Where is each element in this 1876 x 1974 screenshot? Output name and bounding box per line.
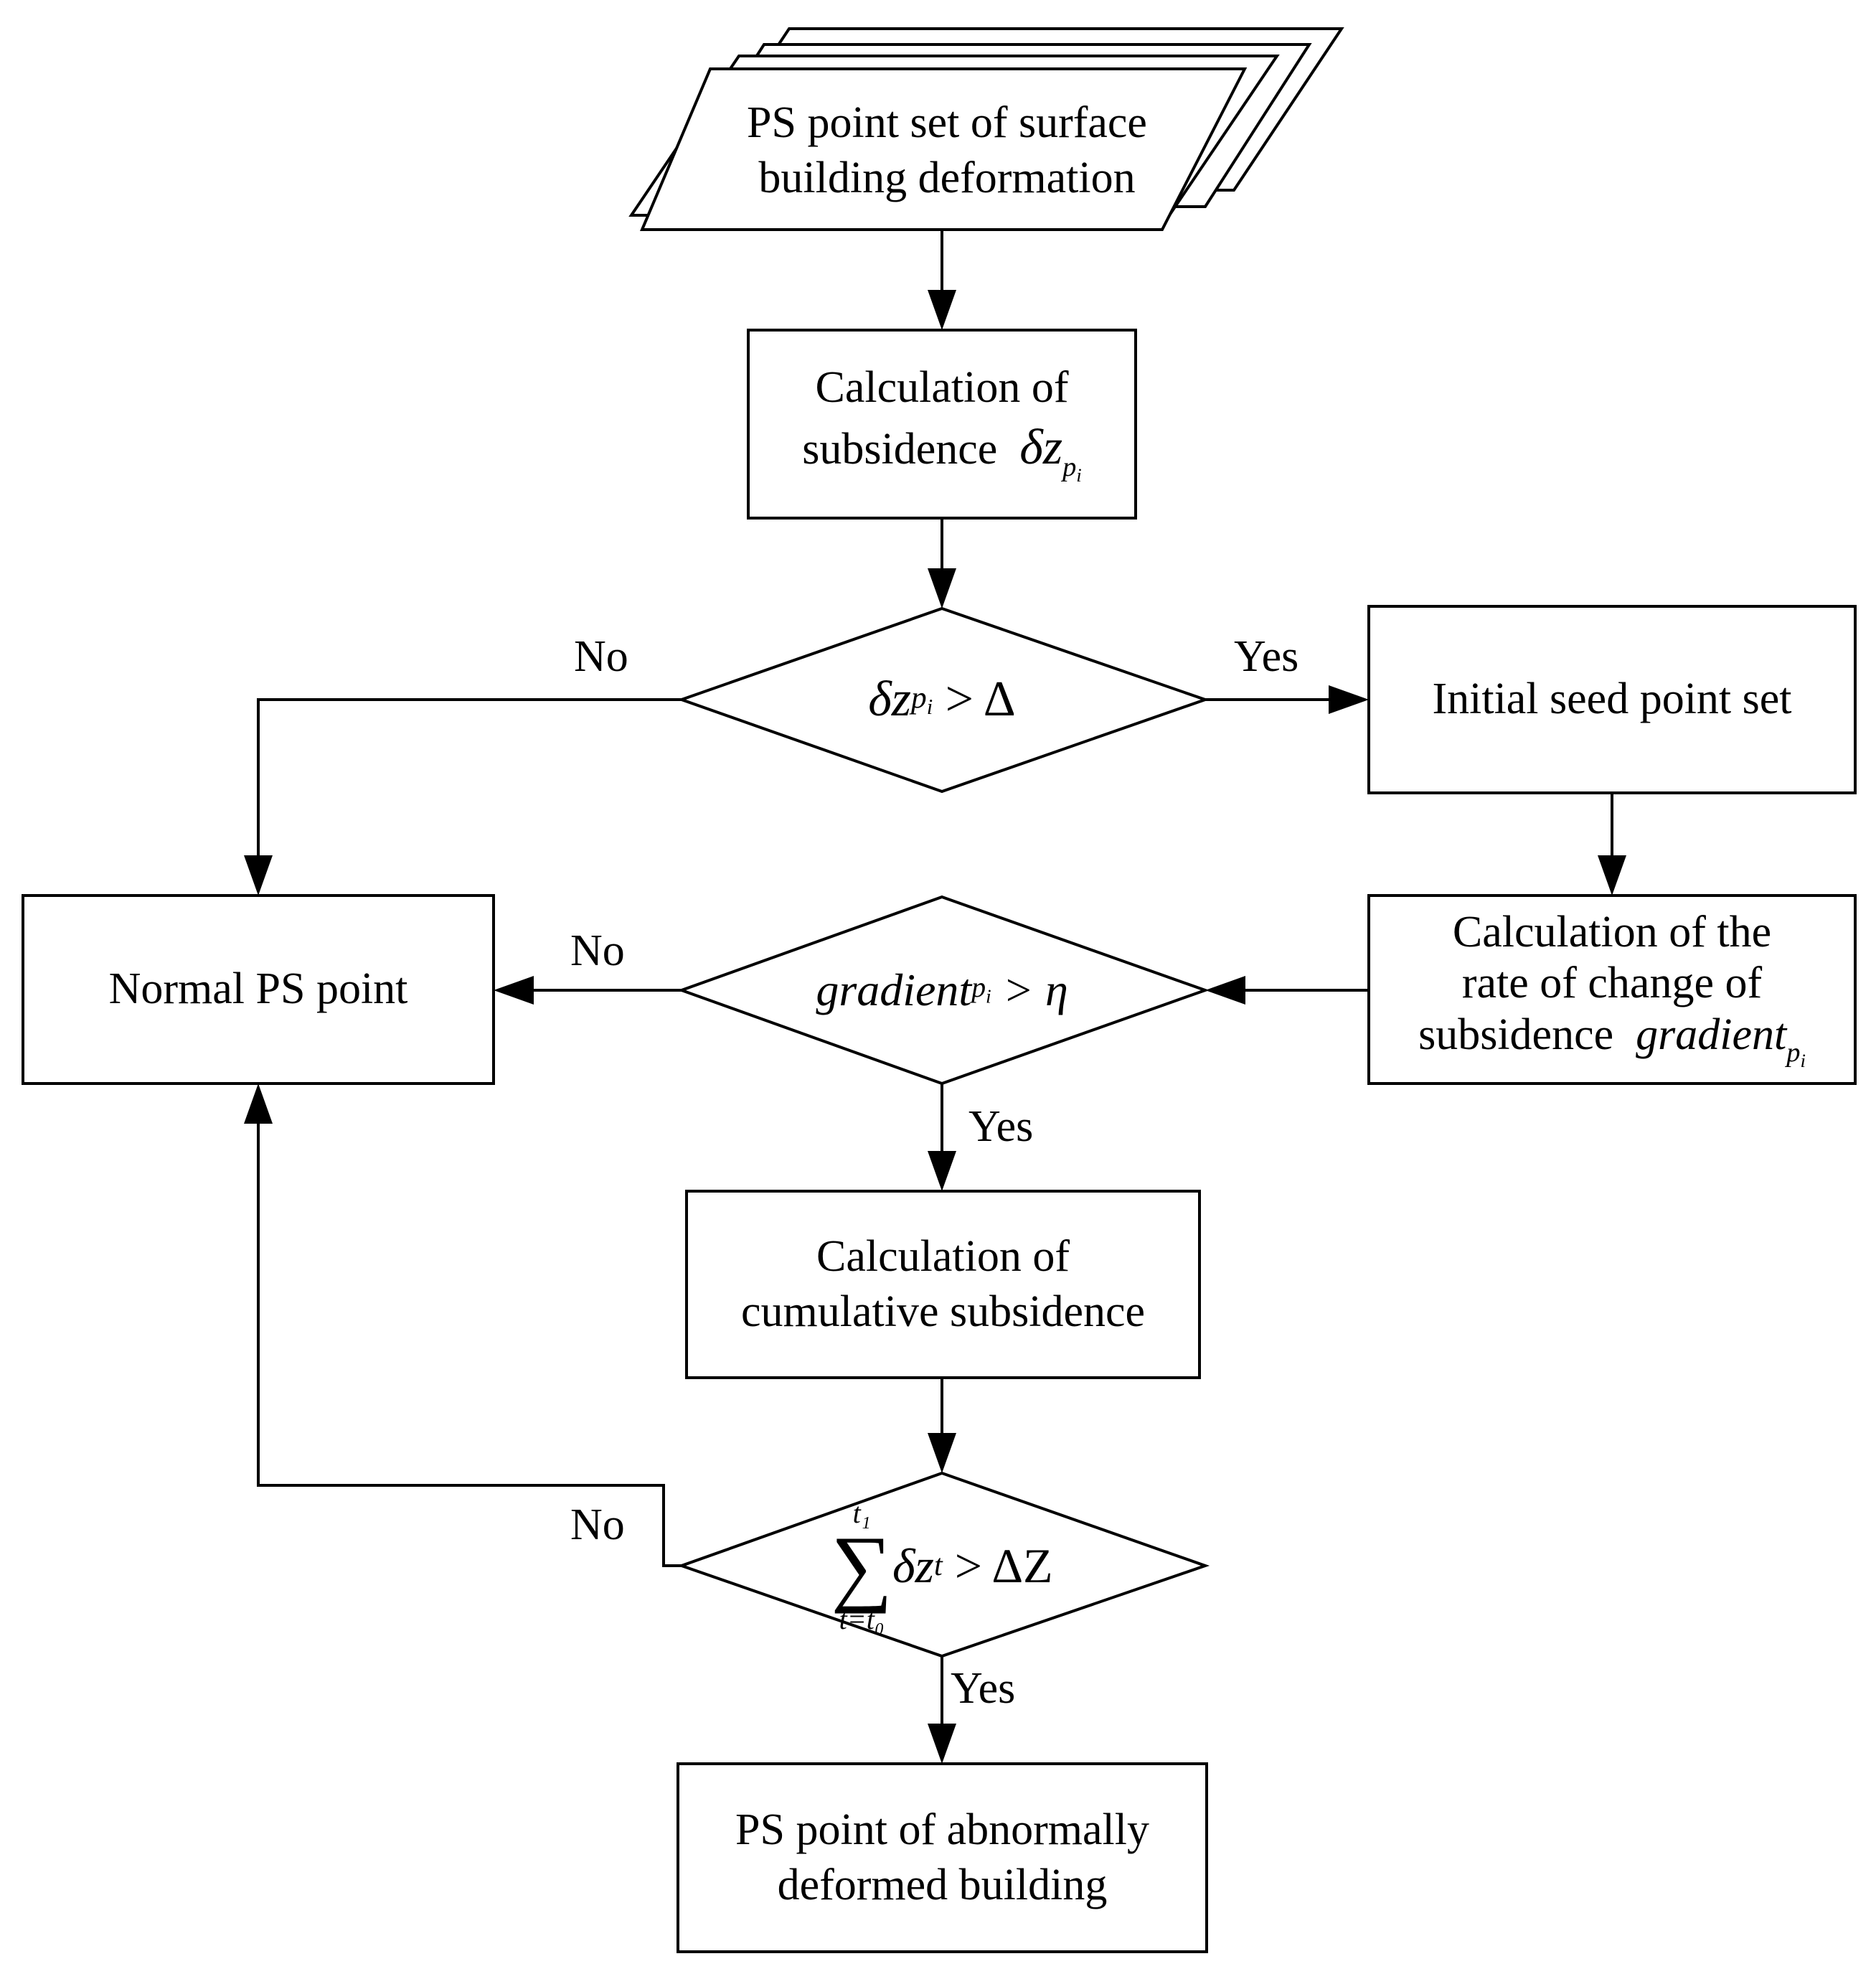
arrowhead-d3-yes [928, 1724, 956, 1764]
decision1-sub-i: i [926, 695, 933, 720]
calc-subsidence-line-1: Calculation of [815, 363, 1069, 413]
arrowhead-to-d2 [1205, 976, 1245, 1005]
decision1-diamond [677, 606, 1210, 794]
edge-label-d1-yes: Yes [1234, 632, 1299, 681]
edge-d1-no [257, 698, 682, 861]
calc-gradient-sub-p: p [1786, 1037, 1801, 1068]
normal-ps-label: Normal PS point [108, 964, 408, 1014]
arrowhead-d2-no [494, 976, 534, 1005]
calc-cumulative-label: Calculation of cumulative subsidence [687, 1191, 1199, 1378]
arrowhead-to-d1 [928, 568, 956, 608]
calc-gradient-label: Calculation of the rate of change of sub… [1369, 896, 1855, 1084]
calc-gradient-sub-i: i [1800, 1050, 1806, 1071]
input-line-2: building deformation [758, 154, 1136, 202]
decision2-symbol: gradient [816, 964, 972, 1015]
decision3-upper: t₁ [852, 1496, 871, 1529]
input-line-1: PS point set of surface [747, 98, 1147, 147]
arrowhead-d1-no [244, 855, 273, 896]
calc-gradient-sub: pi [1786, 1037, 1806, 1071]
edge-label-d3-no: No [570, 1500, 625, 1549]
calc-gradient-line-3: subsidence gradientpi [1418, 1010, 1806, 1072]
decision2-sub-i: i [986, 985, 991, 1008]
arrowhead-to-gradient [1598, 855, 1626, 896]
calc-subsidence-word: subsidence [802, 424, 998, 474]
calc-cumulative-line-1: Calculation of [816, 1231, 1070, 1281]
normal-ps-box [22, 894, 495, 1085]
calc-subsidence-symbol: δz [1019, 419, 1063, 475]
initial-seed-label: Initial seed point set [1432, 675, 1792, 724]
decision1-symbol: δz [868, 672, 911, 728]
arrowhead-to-calc [928, 290, 956, 330]
abnormal-label: PS point of abnormally deformed building [678, 1764, 1207, 1952]
decision1-sub: pi [911, 678, 933, 721]
decision3-lower: t=t₀ [839, 1602, 885, 1635]
decision2-sub-p: p [971, 972, 986, 1004]
calc-cumulative-line-2: cumulative subsidence [741, 1287, 1145, 1336]
abnormal-line-2: deformed building [777, 1861, 1108, 1909]
calc-gradient-box [1367, 894, 1857, 1085]
calc-subsidence-line-2: subsidence δzpi [802, 416, 1082, 488]
calc-subsidence-sub: pi [1062, 452, 1082, 486]
input-label: PS point set of surface building deforma… [689, 79, 1205, 222]
edge-label-d3-yes: Yes [951, 1664, 1016, 1713]
edge-d3-no [257, 1118, 682, 1567]
decision3-sub: t [934, 1548, 943, 1583]
decision2-op-text: > η [1002, 964, 1068, 1015]
decision3-sum: t₁ ∑ t=t₀ [831, 1496, 892, 1635]
calc-subsidence-label: Calculation of subsidence δzpi [748, 330, 1136, 518]
arrowhead-to-d3 [928, 1433, 956, 1473]
abnormal-box [677, 1762, 1208, 1953]
input-parallelogram [639, 67, 1248, 231]
calc-subsidence-sub-p: p [1062, 452, 1077, 483]
decision1-sub-p: p [910, 680, 927, 715]
decision1-op-text: > Δ [945, 672, 1016, 728]
decision2-op: > η [991, 962, 1068, 1019]
calc-cumulative-box [685, 1190, 1201, 1379]
arrowhead-d2-yes [928, 1151, 956, 1191]
arrowhead-d1-yes [1329, 685, 1369, 714]
calc-gradient-word: subsidence [1418, 1010, 1614, 1059]
decision1-op: > Δ [933, 668, 1016, 731]
decision2-sub: pi [971, 970, 991, 1010]
calc-subsidence-sub-i: i [1076, 464, 1082, 487]
arrowhead-d3-no [244, 1084, 273, 1124]
calc-subsidence-box [747, 329, 1137, 520]
decision3-op: > ΔZ [943, 1536, 1053, 1597]
edge-label-d2-no: No [570, 926, 625, 975]
calc-gradient-line-2: rate of change of [1461, 959, 1763, 1008]
decision3-symbol: δz [892, 1538, 935, 1593]
edge-label-d2-yes: Yes [968, 1102, 1034, 1151]
abnormal-line-1: PS point of abnormally [735, 1805, 1149, 1854]
edge-label-d1-no: No [574, 632, 628, 681]
decision3-op-text: > ΔZ [954, 1538, 1053, 1593]
decision3-sigma: ∑ [831, 1518, 892, 1614]
calc-gradient-line-1: Calculation of the [1452, 908, 1772, 957]
calc-gradient-symbol: gradient [1636, 1010, 1787, 1059]
